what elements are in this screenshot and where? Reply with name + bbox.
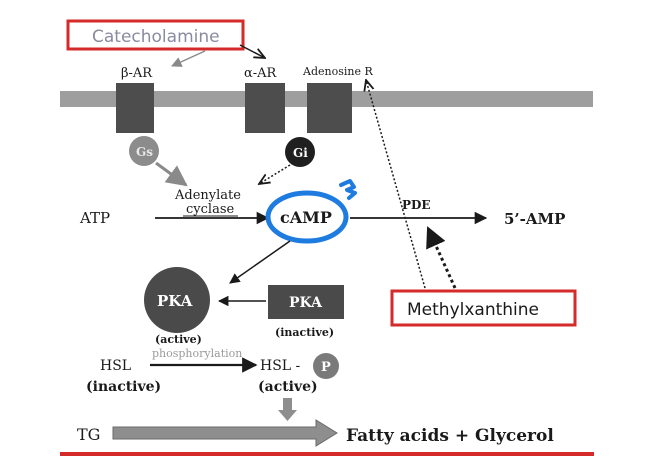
arrow-catecholamine-to-alpha-ar [239, 44, 265, 58]
pka-inactive-box [268, 285, 344, 319]
hsl-inactive-state: (inactive) [86, 379, 161, 395]
phosphorylation-label: phosphorylation [152, 347, 242, 360]
beta-ar-label: β-AR [121, 66, 153, 81]
gs-label: Gs [136, 145, 153, 159]
pka-inactive-label: PKA [289, 295, 323, 311]
arrow-methylxanthine-to-adenosine-r [366, 80, 426, 289]
phosphate-label: P [321, 360, 331, 375]
gs-protein [129, 136, 159, 166]
gi-protein [285, 137, 315, 167]
atp-label: ATP [79, 209, 110, 227]
hsl-label: HSL [100, 358, 131, 374]
adenosine-r-label: Adenosine R [302, 65, 373, 78]
beta-ar-receptor [116, 83, 154, 133]
arrow-gs-to-adenylate-cyclase [155, 161, 188, 187]
tg-label: TG [77, 425, 100, 444]
methylxanthine-label: Methylxanthine [407, 300, 539, 320]
hsl-down-arrow-head [278, 410, 297, 421]
camp-highlight-scribble [339, 179, 357, 200]
pka-active-state: (active) [155, 333, 202, 346]
arrow-catecholamine-to-beta-ar [171, 50, 206, 67]
5amp-label: 5’-AMP [504, 210, 565, 228]
alpha-ar-label: α-AR [244, 66, 278, 81]
tg-conversion-arrow [112, 419, 338, 447]
pde-label: PDE [402, 198, 431, 212]
hsl-p-label: HSL - [260, 358, 301, 374]
hsl-down-arrow-shaft [283, 398, 292, 411]
gi-label: Gi [293, 146, 308, 160]
pka-active-label: PKA [157, 292, 193, 310]
pka-inactive-state: (inactive) [275, 326, 334, 339]
adenosine-receptor [307, 83, 352, 133]
phosphate-circle [313, 353, 339, 379]
camp-label: cAMP [280, 208, 332, 227]
hsl-active-state: (active) [258, 379, 318, 395]
catecholamine-label: Catecholamine [92, 27, 220, 47]
arrow-methylxanthine-to-pde [426, 226, 457, 289]
cyclase-label: cyclase [186, 202, 234, 217]
catecholamine-box [66, 19, 245, 51]
methylxanthine-box [390, 289, 577, 327]
arrow-gi-to-adenylate-cyclase [259, 164, 291, 184]
camp-highlight-circle [265, 190, 349, 244]
adenylate-label: Adenylate [174, 188, 241, 203]
products-label: Fatty acids + Glycerol [346, 426, 554, 446]
pka-active-circle [144, 267, 210, 333]
alpha-ar-receptor [245, 83, 285, 133]
arrow-camp-to-pka [229, 240, 291, 284]
